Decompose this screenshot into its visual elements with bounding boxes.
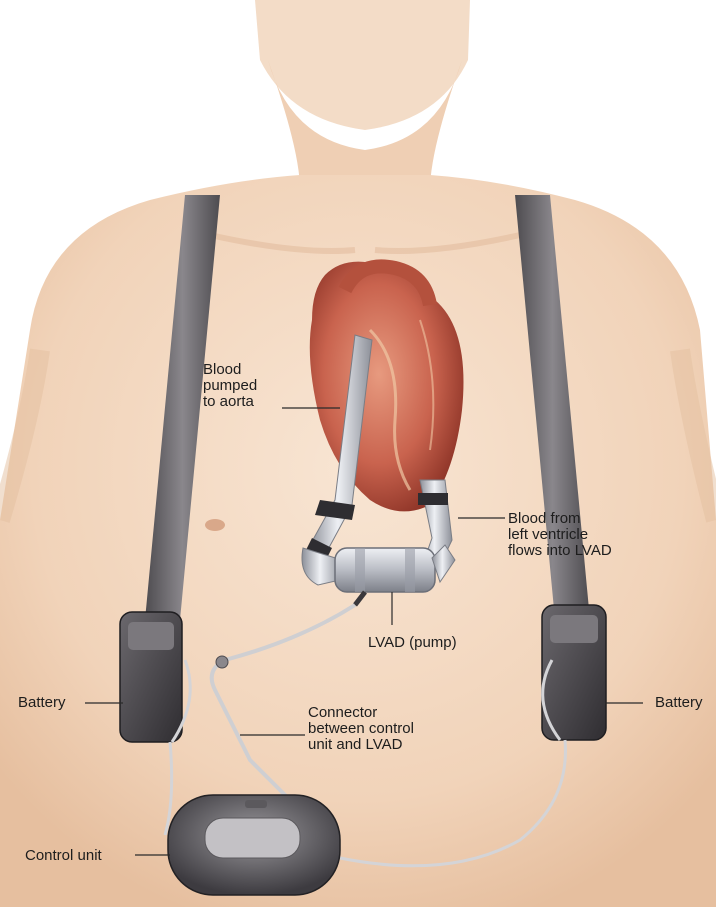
- battery-left: [120, 612, 182, 742]
- label-lvad-pump: LVAD (pump): [368, 635, 457, 651]
- battery-right: [542, 605, 606, 740]
- label-control-unit: Control unit: [25, 848, 102, 864]
- label-battery-right: Battery: [655, 695, 703, 711]
- label-connector: Connector between control unit and LVAD: [308, 705, 414, 753]
- label-blood-pumped: Blood pumped to aorta: [203, 362, 257, 410]
- label-battery-left: Battery: [18, 695, 66, 711]
- control-unit: [168, 795, 340, 895]
- label-blood-from: Blood from left ventricle flows into LVA…: [508, 511, 612, 559]
